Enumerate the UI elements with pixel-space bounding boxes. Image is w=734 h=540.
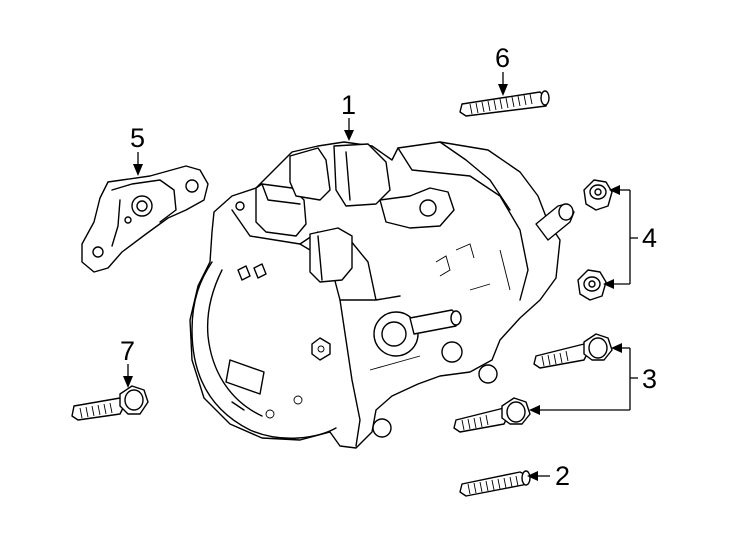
part-bolt-upper[interactable]	[533, 333, 613, 369]
callout-7: 7	[120, 336, 136, 366]
part-compressor[interactable]	[189, 141, 575, 449]
callout-3: 3	[642, 364, 658, 394]
part-nut-lower[interactable]	[577, 269, 607, 301]
part-bolt-lower[interactable]	[453, 397, 531, 433]
part-nut-upper[interactable]	[583, 179, 613, 211]
part-stud-2[interactable]	[459, 470, 531, 497]
callout-2: 2	[555, 461, 571, 491]
callout-5: 5	[130, 123, 146, 153]
callout-1: 1	[341, 90, 357, 120]
part-stud-6[interactable]	[459, 90, 550, 117]
part-bracket[interactable]	[81, 165, 209, 273]
callout-6: 6	[495, 43, 511, 73]
callout-4: 4	[642, 223, 658, 253]
callout-arrows	[123, 72, 638, 481]
part-bolt-7[interactable]	[71, 385, 149, 421]
